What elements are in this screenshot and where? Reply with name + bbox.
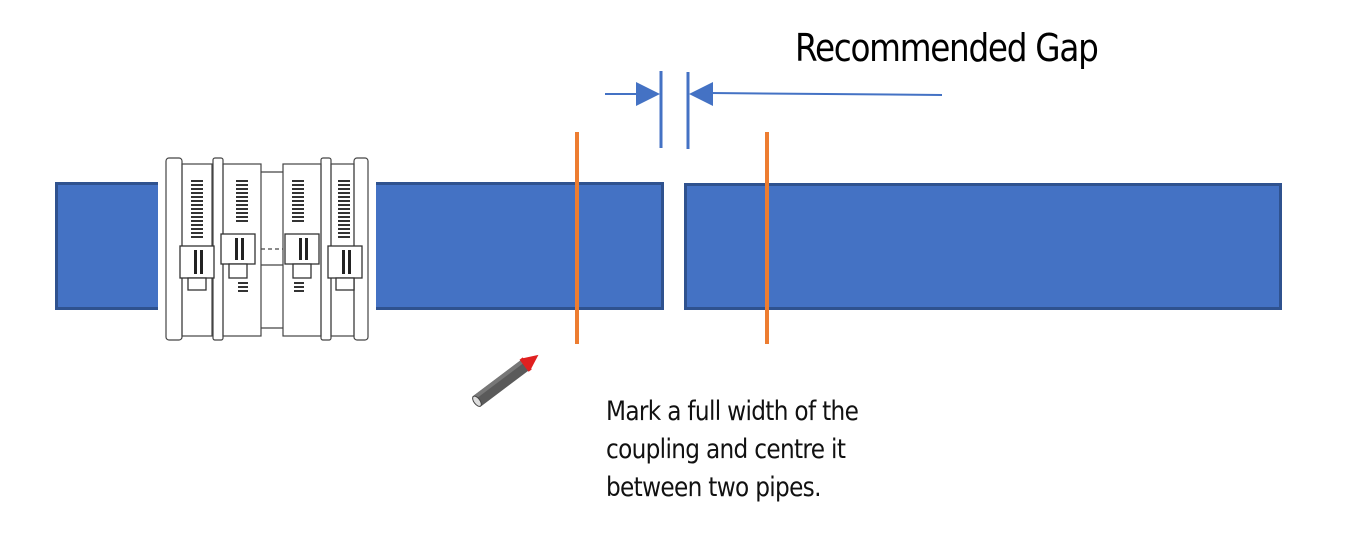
spring-coil-2 (236, 180, 248, 222)
gap-arrow-right-shaft (709, 92, 943, 96)
marker-pencil-icon (460, 335, 560, 425)
instruction-line: coupling and centre it (606, 434, 846, 465)
instruction-text: Mark a full width of the coupling and ce… (606, 393, 950, 507)
recommended-gap-label: Recommended Gap (795, 26, 1099, 70)
gap-arrow-left-head (636, 82, 660, 106)
spring-coil-4 (338, 180, 350, 238)
spring-coil-1 (191, 180, 203, 238)
coupling-mark-left (575, 132, 579, 344)
right-pipe (684, 183, 1282, 310)
instruction-line: between two pipes. (606, 472, 821, 503)
coupling-drawing (165, 157, 369, 341)
coupling-mark-right (765, 132, 769, 344)
spring-coil-3 (292, 180, 304, 222)
gap-arrow-right-head (689, 82, 713, 106)
pipe-coupling (158, 150, 376, 348)
instruction-line: Mark a full width of the (606, 396, 859, 427)
